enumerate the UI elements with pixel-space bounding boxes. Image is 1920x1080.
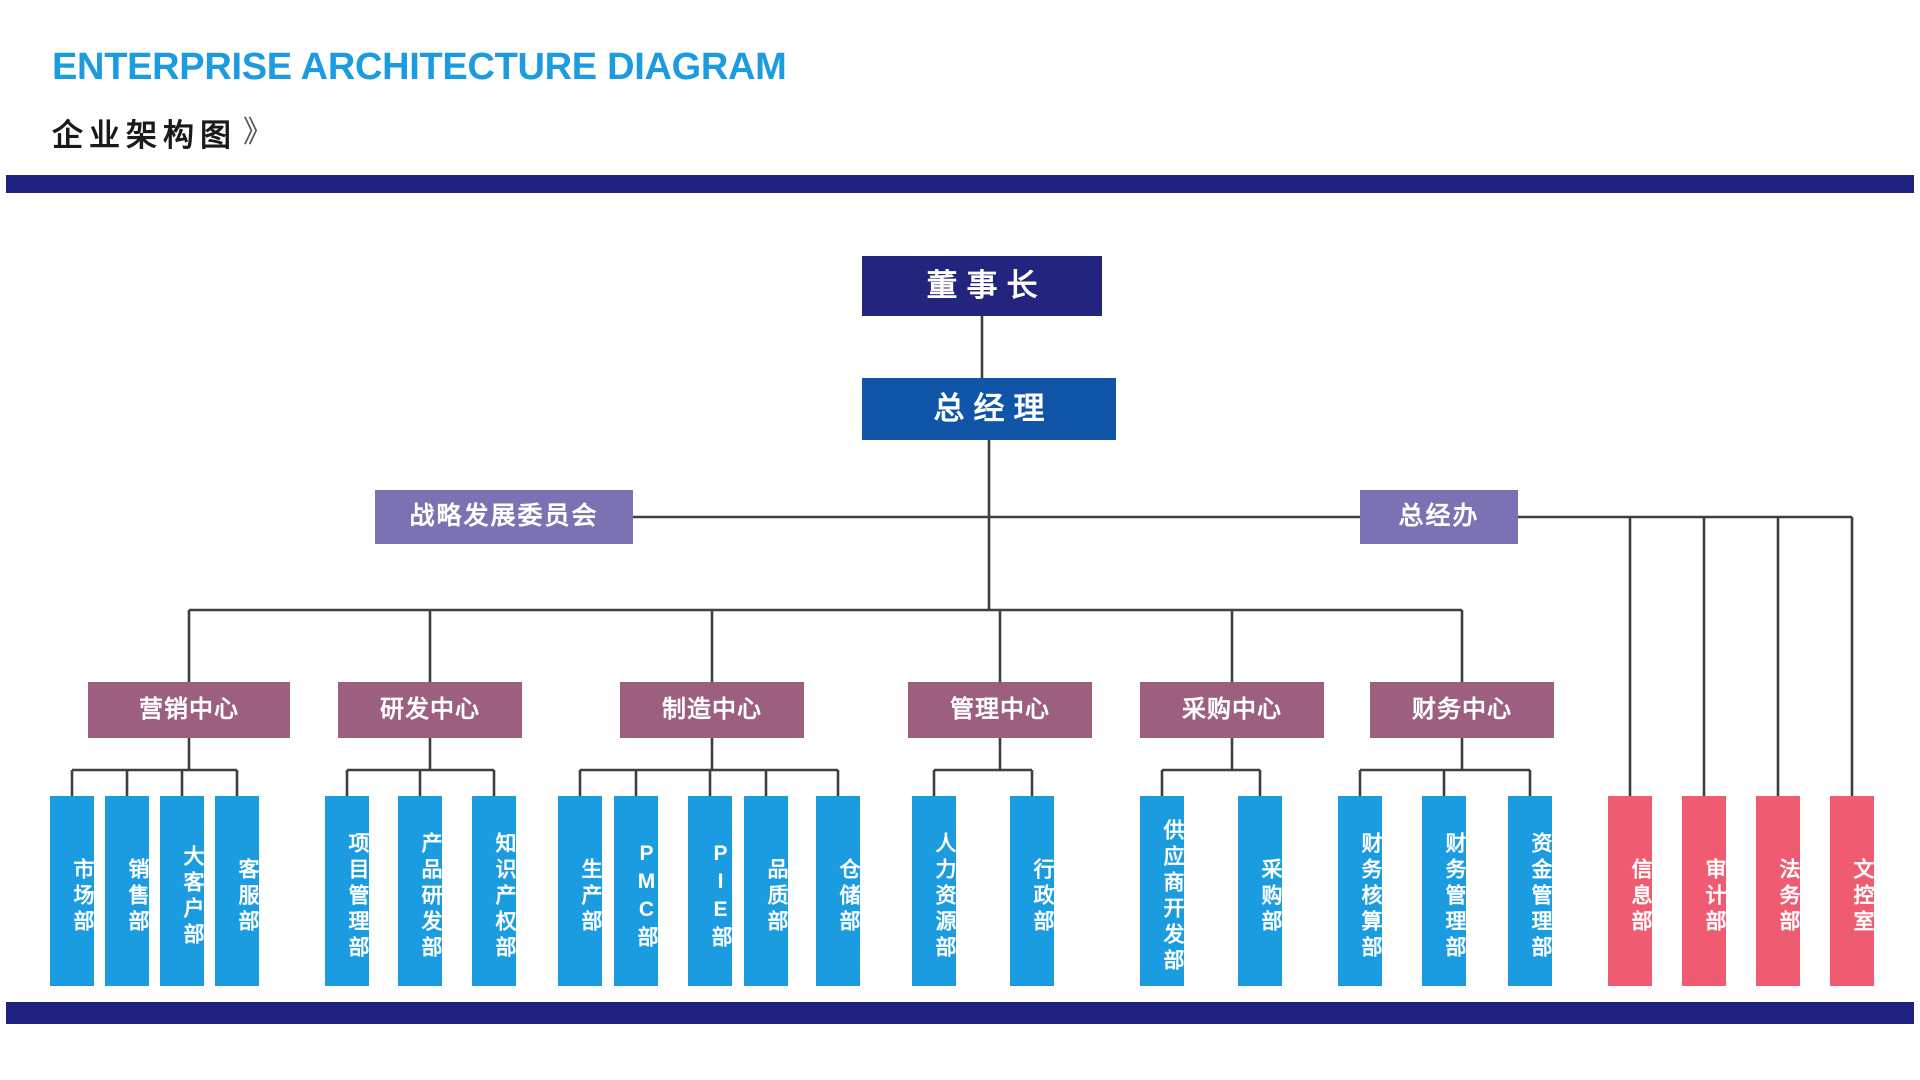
node-direct-department[interactable]: 审计部 [1682, 796, 1726, 986]
node-department[interactable]: 客服部 [215, 796, 259, 986]
node-department[interactable]: 财务核算部 [1338, 796, 1382, 986]
node-center-marketing[interactable]: 营销中心 [88, 682, 290, 738]
node-department[interactable]: 人力资源部 [912, 796, 956, 986]
node-department[interactable]: 仓储部 [816, 796, 860, 986]
node-department[interactable]: 行政部 [1010, 796, 1054, 986]
node-general-manager[interactable]: 总经理 [862, 378, 1116, 440]
node-department[interactable]: 项目管理部 [325, 796, 369, 986]
node-chairman[interactable]: 董事长 [862, 256, 1102, 316]
node-department[interactable]: PMC部 [614, 796, 658, 986]
node-direct-department[interactable]: 法务部 [1756, 796, 1800, 986]
node-department[interactable]: 知识产权部 [472, 796, 516, 986]
node-department[interactable]: 供应商开发部 [1140, 796, 1184, 986]
node-department[interactable]: 品质部 [744, 796, 788, 986]
node-department[interactable]: 采购部 [1238, 796, 1282, 986]
node-center-management[interactable]: 管理中心 [908, 682, 1092, 738]
node-department[interactable]: 销售部 [105, 796, 149, 986]
node-department[interactable]: PIE部 [688, 796, 732, 986]
node-direct-department[interactable]: 信息部 [1608, 796, 1652, 986]
node-strategy-committee[interactable]: 战略发展委员会 [375, 490, 633, 544]
node-center-manufacturing[interactable]: 制造中心 [620, 682, 804, 738]
node-center-finance[interactable]: 财务中心 [1370, 682, 1554, 738]
node-center-procurement[interactable]: 采购中心 [1140, 682, 1324, 738]
node-center-rnd[interactable]: 研发中心 [338, 682, 522, 738]
node-direct-department[interactable]: 文控室 [1830, 796, 1874, 986]
node-department[interactable]: 市场部 [50, 796, 94, 986]
node-department[interactable]: 财务管理部 [1422, 796, 1466, 986]
node-department[interactable]: 产品研发部 [398, 796, 442, 986]
node-gm-office[interactable]: 总经办 [1360, 490, 1518, 544]
node-department[interactable]: 生产部 [558, 796, 602, 986]
node-department[interactable]: 资金管理部 [1508, 796, 1552, 986]
node-department[interactable]: 大客户部 [160, 796, 204, 986]
